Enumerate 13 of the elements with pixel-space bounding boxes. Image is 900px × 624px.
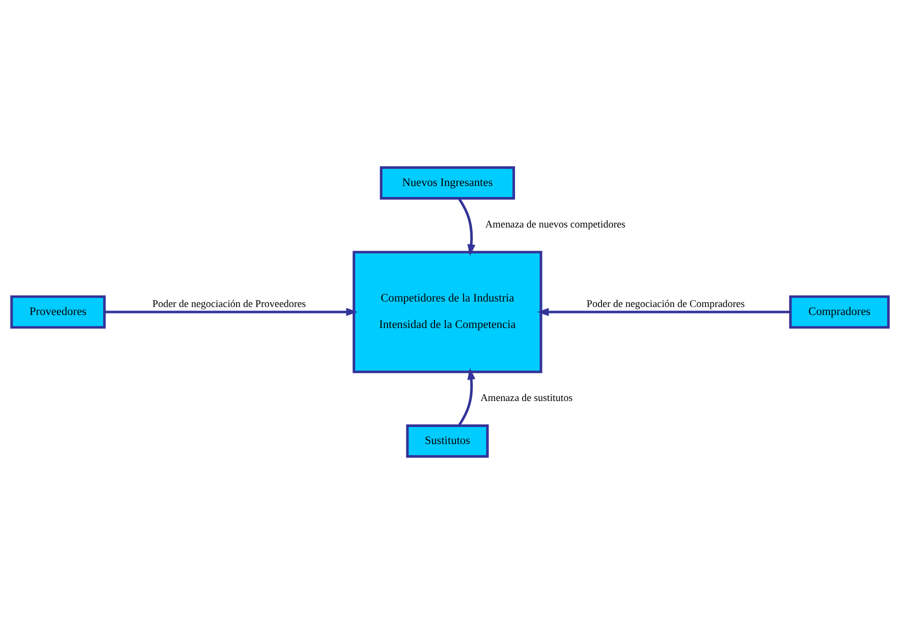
arrow — [458, 368, 476, 426]
node-box: Proveedores — [10, 295, 106, 329]
node-box: Compradores — [789, 295, 890, 329]
edge-label: Poder de negociación de Proveedores — [152, 298, 306, 310]
node-box: Sustitutos — [406, 424, 489, 458]
edge-label: Amenaza de sustitutos — [480, 393, 573, 404]
arrow — [458, 198, 476, 256]
node-box: Nuevos Ingresantes — [380, 166, 515, 200]
edge-label: Poder de negociación de Compradores — [586, 298, 745, 310]
arrow — [537, 308, 790, 316]
arrow — [104, 308, 358, 316]
edge-label: Amenaza de nuevos competidores — [485, 220, 626, 231]
node-box: Competidores de la Industria Intensidad de la Competencia — [352, 250, 542, 374]
